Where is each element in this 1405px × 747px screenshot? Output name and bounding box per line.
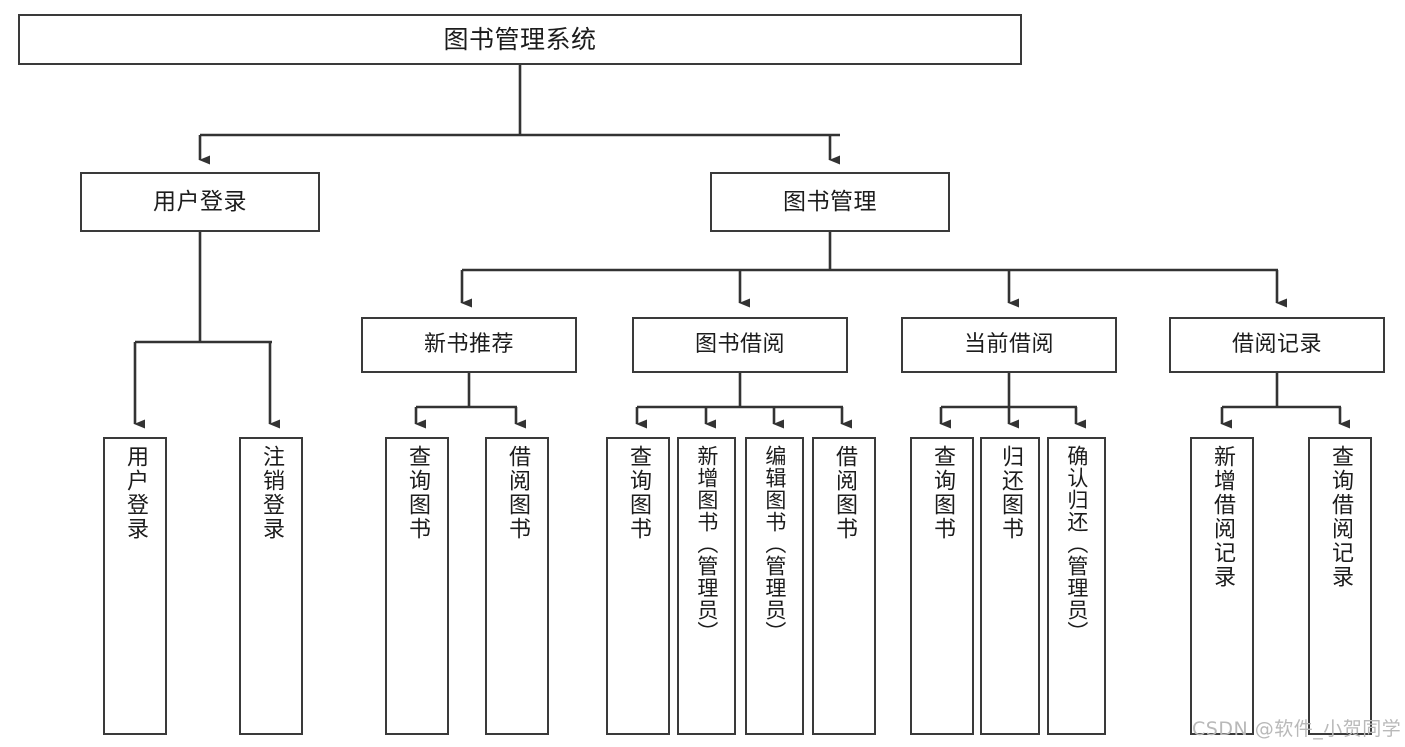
node-label: 查询借阅记录: [1327, 445, 1353, 589]
node-label: 查询图书: [929, 445, 955, 541]
node-label: 图书借阅: [694, 332, 785, 358]
leaf-current-borrow-query[interactable]: 查询图书: [910, 437, 974, 735]
leaf-new-book-borrow[interactable]: 借阅图书: [485, 437, 549, 735]
node-book-management[interactable]: 图书管理: [710, 172, 950, 232]
node-label: 当前借阅: [963, 332, 1054, 358]
node-book-borrow[interactable]: 图书借阅: [632, 317, 848, 373]
leaf-new-book-query[interactable]: 查询图书: [385, 437, 449, 735]
leaf-book-borrow-add-admin[interactable]: 新增图书（管理员）: [677, 437, 736, 735]
leaf-book-borrow-edit-admin[interactable]: 编辑图书（管理员）: [745, 437, 804, 735]
leaf-borrow-record-query[interactable]: 查询借阅记录: [1308, 437, 1372, 735]
node-label: 新书推荐: [423, 332, 514, 358]
csdn-watermark: CSDN @软件_小贺同学: [1192, 718, 1402, 740]
node-label: 用户登录: [122, 445, 148, 541]
leaf-user-login-login[interactable]: 用户登录: [103, 437, 167, 735]
leaf-current-borrow-return[interactable]: 归还图书: [980, 437, 1040, 735]
node-label: 图书管理系统: [443, 25, 597, 54]
node-label: 新增图书（管理员）: [694, 445, 719, 643]
node-user-login[interactable]: 用户登录: [80, 172, 320, 232]
node-label: 用户登录: [153, 188, 247, 215]
leaf-book-borrow-borrow[interactable]: 借阅图书: [812, 437, 876, 735]
node-label: 借阅记录: [1231, 332, 1322, 358]
node-label: 借阅图书: [504, 445, 530, 541]
node-label: 确认归还（管理员）: [1064, 445, 1089, 643]
node-new-book-recommend[interactable]: 新书推荐: [361, 317, 577, 373]
leaf-current-borrow-confirm-admin[interactable]: 确认归还（管理员）: [1047, 437, 1106, 735]
node-label: 查询图书: [404, 445, 430, 541]
node-current-borrow[interactable]: 当前借阅: [901, 317, 1117, 373]
leaf-book-borrow-query[interactable]: 查询图书: [606, 437, 670, 735]
node-label: 编辑图书（管理员）: [762, 445, 787, 643]
node-borrow-record[interactable]: 借阅记录: [1169, 317, 1385, 373]
node-label: 归还图书: [997, 445, 1023, 541]
leaf-user-login-logout[interactable]: 注销登录: [239, 437, 303, 735]
node-label: 注销登录: [258, 445, 284, 541]
node-label: 查询图书: [625, 445, 651, 541]
leaf-borrow-record-add[interactable]: 新增借阅记录: [1190, 437, 1254, 735]
node-label: 借阅图书: [831, 445, 857, 541]
node-root-book-management-system[interactable]: 图书管理系统: [18, 14, 1022, 65]
node-label: 图书管理: [783, 188, 877, 215]
node-label: 新增借阅记录: [1209, 445, 1235, 589]
